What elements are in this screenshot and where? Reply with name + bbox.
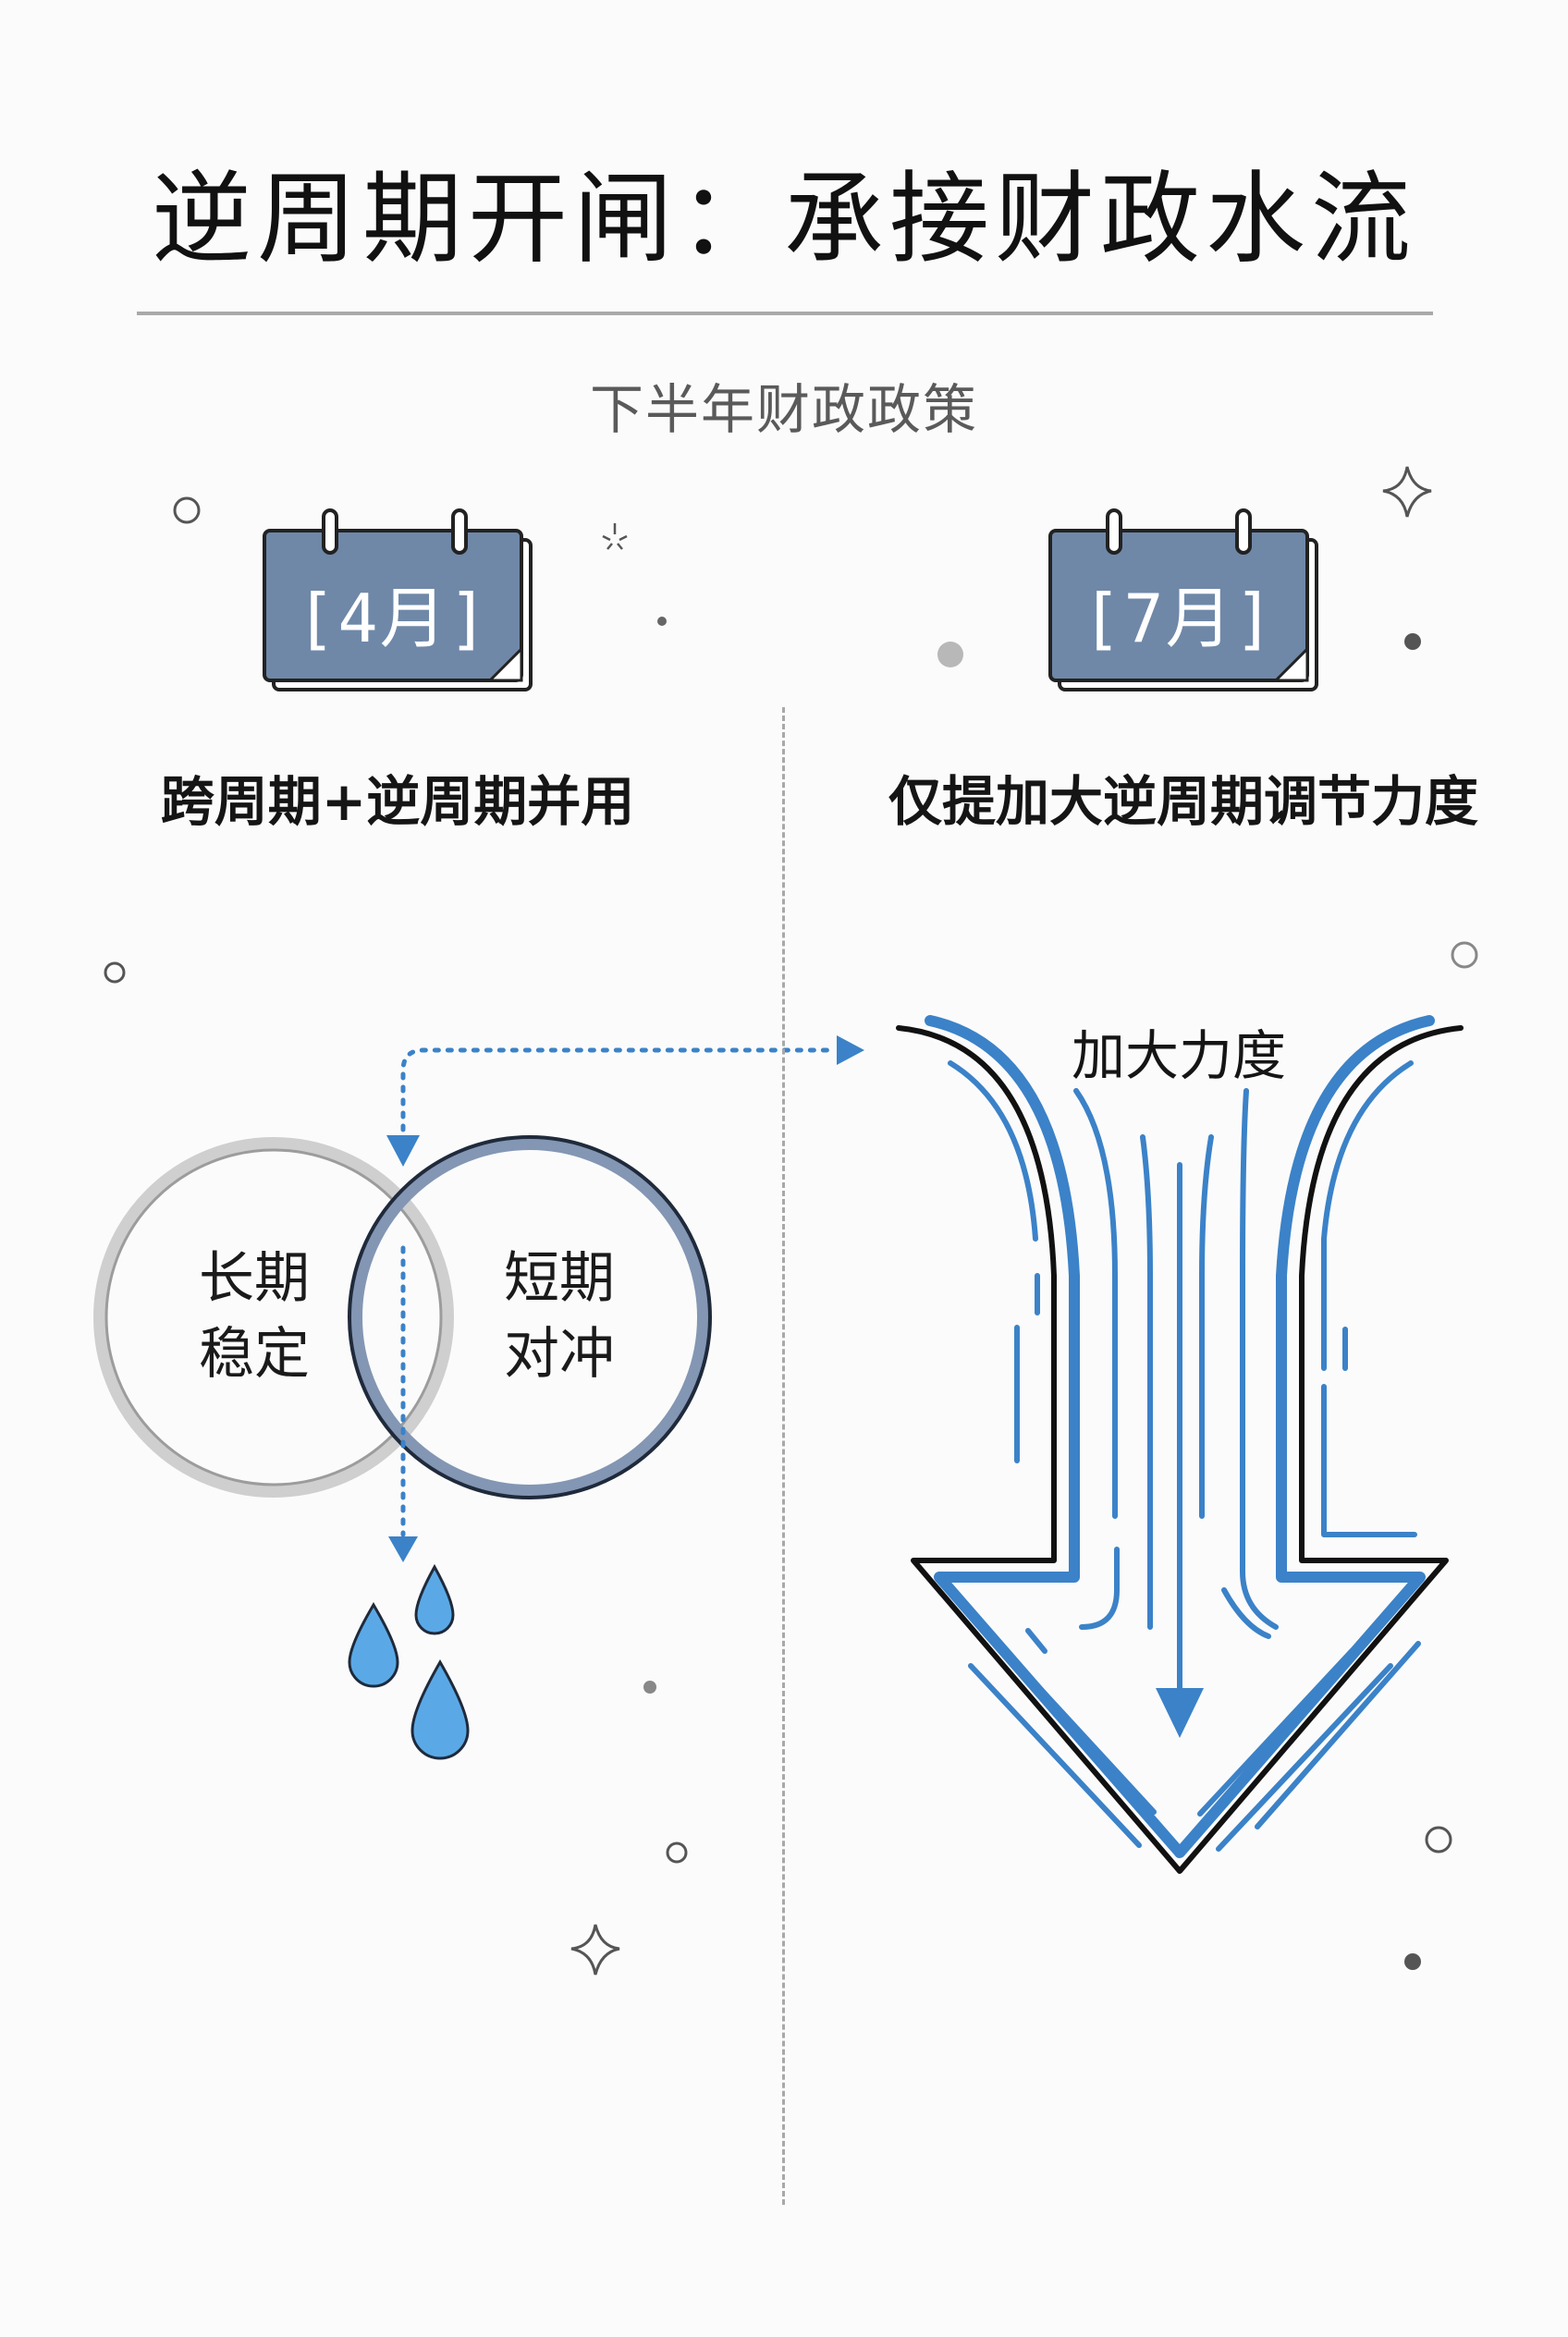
drop-icon-3	[410, 1658, 470, 1760]
calendar-label-april: [4月]	[295, 580, 491, 657]
sparkle-icon-2	[570, 1924, 620, 1976]
sparkle-icon-3	[602, 523, 628, 550]
calendar-label-july: [7月]	[1081, 580, 1277, 657]
ring-short-term	[349, 1137, 710, 1498]
title-rule	[137, 312, 1433, 315]
deco-ring-1	[173, 496, 201, 524]
circle-right-line-2: 对冲	[504, 1322, 615, 1387]
venn-diagram	[93, 1135, 712, 1499]
flow-label: 加大力度	[1071, 1024, 1286, 1087]
arrow-down-icon-2	[388, 1536, 418, 1562]
drop-icon-2	[348, 1602, 399, 1688]
water-drops	[348, 1563, 470, 1760]
drop-icon-1	[414, 1563, 455, 1635]
circle-right-label: 短期 对冲	[462, 1241, 656, 1392]
column-divider	[782, 707, 785, 2205]
flow-arrow-icon	[896, 1015, 1464, 1874]
connector-arrow	[400, 1047, 835, 1537]
circle-right-line-1: 短期	[504, 1246, 615, 1311]
circle-left-line-1: 长期	[199, 1246, 310, 1311]
deco-ring-4	[1425, 1826, 1452, 1854]
deco-ring-5	[666, 1841, 688, 1864]
right-heading: 仅提加大逆周期调节力度	[888, 770, 1478, 833]
sparkle-icon-1	[1382, 466, 1432, 518]
circle-left-line-2: 稳定	[199, 1322, 310, 1387]
page-title: 逆周期开闸：承接财政水流	[151, 162, 1416, 277]
ring-long-term	[93, 1137, 454, 1498]
circle-left-label: 长期 稳定	[157, 1241, 351, 1392]
flow-arrowhead-icon	[1156, 1688, 1204, 1738]
arrow-right-icon	[837, 1035, 864, 1065]
deco-ring-3	[1451, 941, 1478, 969]
page-subtitle: 下半年财政政策	[589, 378, 978, 441]
left-heading: 跨周期+逆周期并用	[160, 770, 635, 833]
deco-dots	[643, 617, 1421, 1970]
calendar-icon-july	[1048, 508, 1318, 691]
deco-ring-2	[104, 961, 126, 984]
decorations	[104, 466, 1478, 1976]
arrow-down-icon-1	[386, 1135, 420, 1167]
calendar-icon-april	[263, 508, 533, 691]
